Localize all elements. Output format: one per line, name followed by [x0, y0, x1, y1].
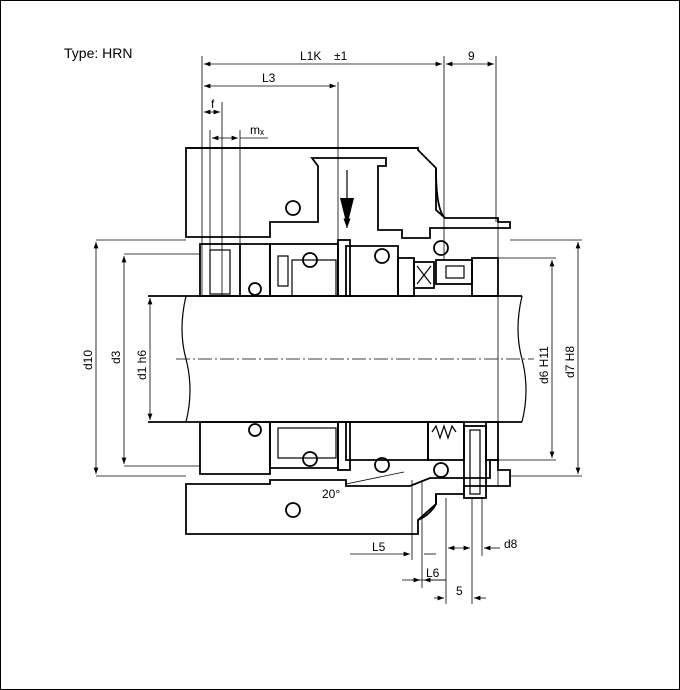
label-d7: d7 H8 [563, 346, 577, 378]
label-d3: d3 [109, 350, 123, 364]
label-five: 5 [456, 584, 463, 598]
label-angle: 20° [322, 487, 340, 501]
drawing-title: Type: HRN [64, 45, 132, 61]
label-d6: d6 H11 [537, 346, 551, 384]
label-nine: 9 [468, 49, 475, 63]
label-d8: d8 [504, 537, 518, 551]
label-l3: L3 [262, 71, 276, 85]
label-l1k: L1K [300, 49, 321, 63]
upper-o-rings [248, 200, 449, 296]
lower-housing [185, 222, 511, 535]
label-mx: mₓ [250, 123, 264, 137]
label-l5: L5 [372, 540, 386, 554]
label-f: f [211, 97, 215, 111]
dimension-labels: L1K ±1 9 L3 f mₓ d10 d3 d1 h6 d6 H11 d7 … [81, 49, 577, 598]
label-l6: L6 [426, 566, 440, 580]
upper-housing [185, 147, 511, 239]
dimension-lines [93, 56, 582, 604]
label-l1k-tolerance: ±1 [334, 49, 348, 63]
lower-o-rings [248, 423, 449, 518]
label-d10: d10 [81, 350, 95, 370]
flush-arrow [340, 170, 354, 228]
upper-sleeve [199, 239, 499, 297]
label-d1: d1 h6 [135, 350, 149, 380]
